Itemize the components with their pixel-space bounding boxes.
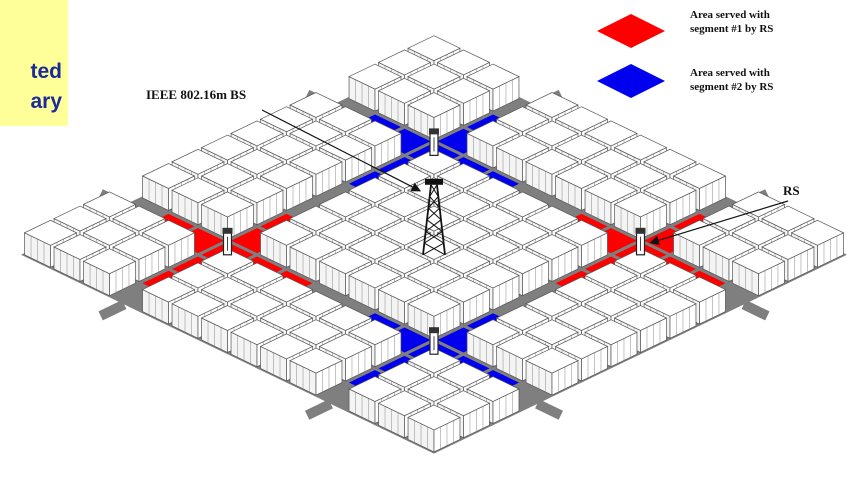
towers-layer (222, 128, 646, 355)
rs-label: RS (783, 183, 800, 198)
bs-arrow (261, 109, 422, 192)
pointer-arrows (261, 109, 789, 245)
legend-1-line-1: Area served with (690, 9, 770, 21)
legend-label-segment-1: Area served with segment #1 by RS (690, 8, 830, 36)
city-block (200, 191, 255, 240)
relay-station-icon (429, 128, 439, 156)
road-extension (304, 399, 333, 420)
caption-line-2: ary (30, 90, 62, 113)
city-block (407, 404, 461, 453)
relay-station-icon (635, 227, 646, 256)
relay-station-icon (222, 227, 233, 256)
legend-1-line-2: segment #1 by RS (690, 23, 774, 35)
caption-box: ted ary (0, 0, 68, 126)
city-block (289, 347, 343, 396)
legend-2-line-1: Area served with (690, 67, 770, 79)
road-extension (98, 299, 127, 321)
base-station-tower-icon (422, 178, 446, 256)
caption-line-1: ted (30, 60, 63, 83)
city-block (407, 290, 461, 339)
road-extension (535, 399, 564, 420)
relay-station-icon (429, 327, 439, 355)
city-block (613, 191, 668, 240)
legend-2-line-2: segment #2 by RS (690, 81, 774, 93)
city-block (525, 347, 579, 396)
road-extension (741, 299, 770, 321)
city-block (407, 92, 461, 141)
city-block (82, 248, 137, 297)
city-blocks (23, 35, 845, 453)
bs-label: IEEE 802.16m BS (146, 87, 247, 102)
rs-arrow (649, 200, 789, 245)
city-block (731, 248, 786, 297)
legend-label-segment-2: Area served with segment #2 by RS (690, 66, 830, 94)
